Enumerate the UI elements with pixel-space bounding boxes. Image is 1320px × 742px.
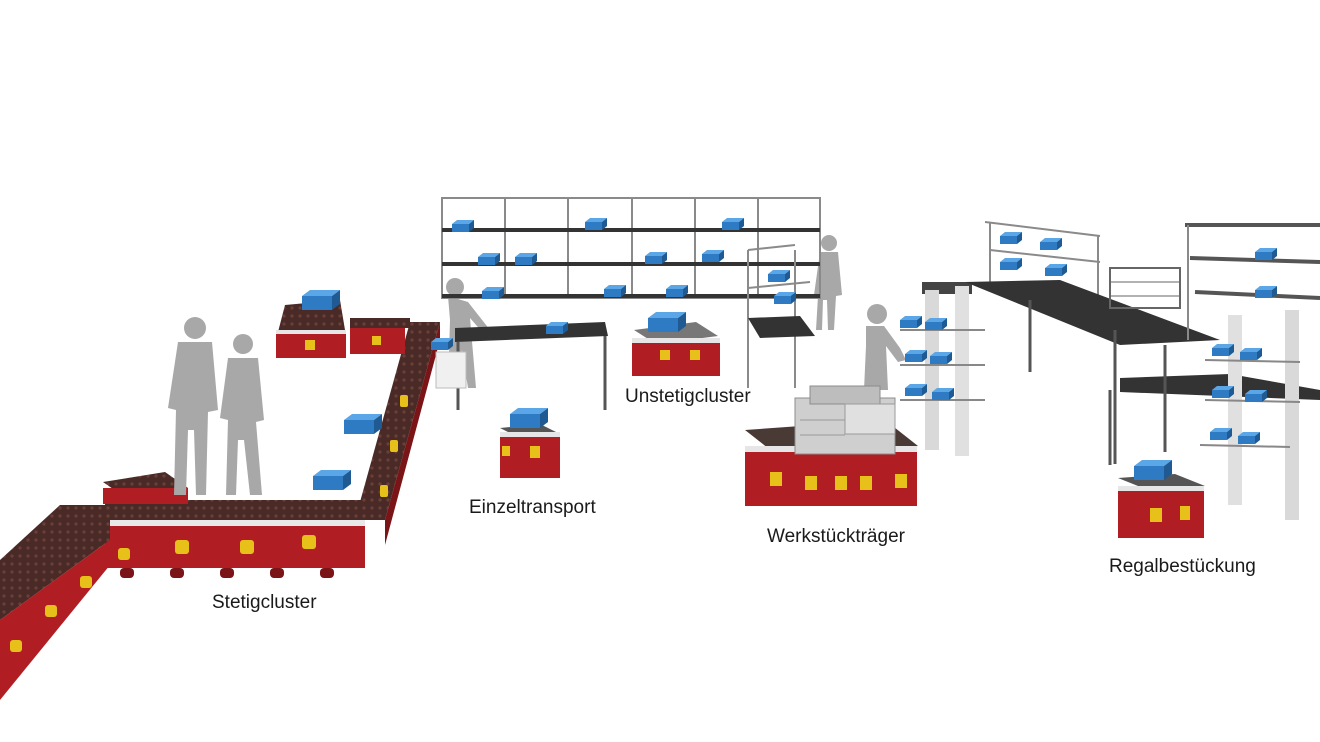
label-unstetigcluster: Unstetigcluster (625, 386, 751, 408)
stetigcluster-conveyor (0, 290, 440, 700)
work-table (431, 322, 608, 410)
picking-station (900, 282, 985, 456)
einzeltransport-module (500, 408, 560, 478)
label-stetigcluster: Stetigcluster (212, 592, 317, 614)
unstetigcluster-module (632, 312, 720, 376)
label-werkstuecktraeger: Werkstückträger (767, 526, 905, 548)
label-regalbestueckung: Regalbestückung (1109, 556, 1256, 578)
regalbestueckung-module (1118, 460, 1205, 538)
label-einzeltransport: Einzeltransport (469, 497, 596, 519)
werkstuecktraeger-module (745, 386, 918, 506)
